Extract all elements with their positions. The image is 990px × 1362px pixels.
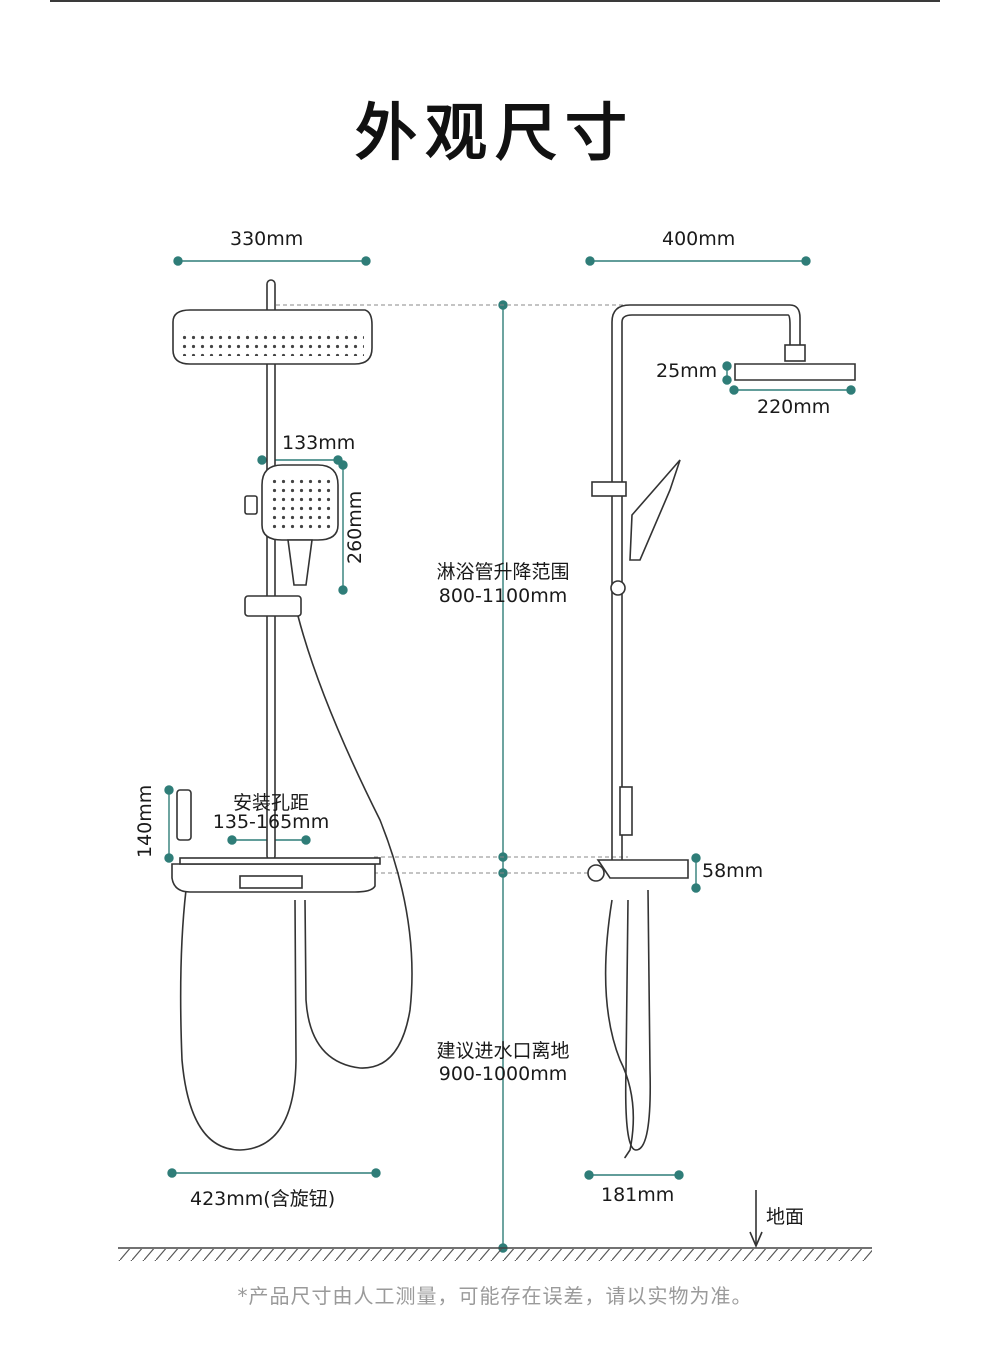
lift-range-label: 淋浴管升降范围: [436, 561, 570, 583]
width-423-label: 423mm(含旋钮): [190, 1188, 336, 1210]
height-58-label: 58mm: [702, 860, 764, 882]
top-rule: [50, 0, 940, 2]
width-181-label: 181mm: [601, 1184, 675, 1206]
inlet-height-value: 900-1000mm: [438, 1063, 568, 1085]
head-thickness-label: 25mm: [656, 360, 718, 382]
hand-width-label: 133mm: [282, 432, 356, 454]
width-400-label: 400mm: [662, 228, 736, 250]
page-title: 外观尺寸: [354, 96, 635, 169]
hand-height-label: 260mm: [344, 490, 366, 564]
ground-label: 地面: [766, 1206, 805, 1228]
head-diameter-label: 220mm: [757, 396, 831, 418]
width-330-label: 330mm: [230, 228, 304, 250]
hole-distance-label: 安装孔距: [232, 792, 309, 814]
ground: [118, 1190, 872, 1261]
lift-range-value: 800-1100mm: [438, 585, 568, 607]
front-view-shower: [171, 279, 413, 1151]
footnote: *产品尺寸由人工测量，可能存在误差，请以实物为准。: [237, 1284, 753, 1308]
inlet-height-label: 建议进水口离地: [436, 1040, 570, 1062]
side-view-shower: [587, 304, 856, 1159]
height-140-label: 140mm: [134, 784, 156, 858]
hole-distance-value: 135-165mm: [212, 811, 330, 833]
dimension-lines: [164, 256, 856, 1253]
reference-dashed-lines: [276, 304, 628, 874]
